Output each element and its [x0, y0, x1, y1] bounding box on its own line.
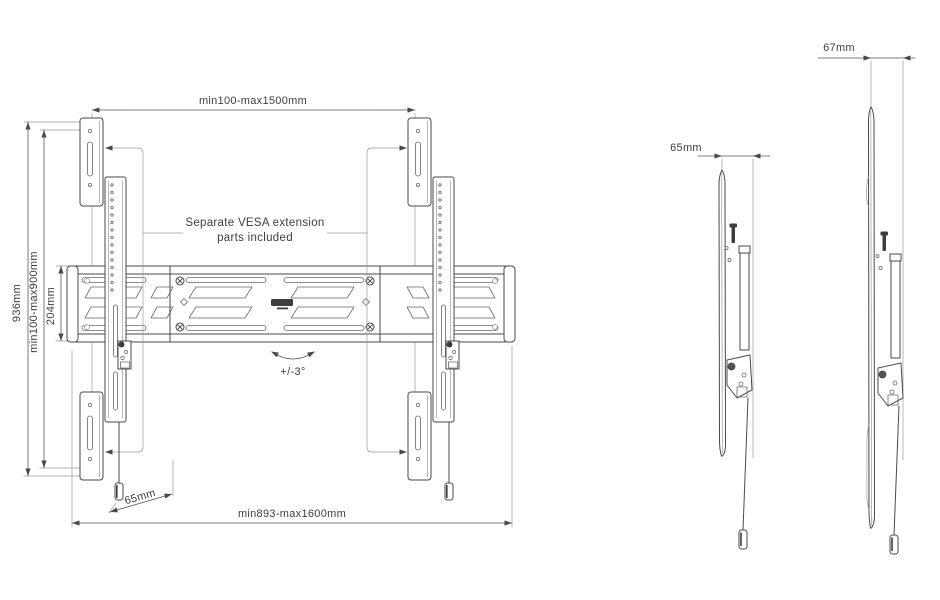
wall-plate-center-section — [84, 265, 498, 343]
extension-bracket-top-right — [407, 117, 432, 207]
dim-total-height-label: 936mm — [11, 284, 23, 322]
brand-logo-badge — [271, 299, 293, 306]
vesa-note-line2: parts included — [217, 232, 293, 244]
pull-cord-left — [114, 421, 124, 501]
dim-vesa-height-label: min100-max900mm — [28, 251, 40, 353]
note-leader-lines — [105, 145, 407, 455]
extension-bracket-top-left — [79, 117, 104, 207]
dim-bottom-width-label: min893-max1600mm — [238, 508, 346, 520]
dim-side-left-depth-label: 65mm — [670, 142, 702, 154]
tilt-angle-label: +/-3° — [280, 366, 305, 378]
pull-cord-right — [444, 421, 454, 501]
extension-bracket-bottom-left — [79, 391, 104, 481]
side-view-left — [697, 153, 771, 550]
tilt-indicator — [269, 349, 317, 360]
dim-side-right-depth-label: 67mm — [823, 42, 855, 54]
dim-cord-offset-label: 65mm — [123, 487, 157, 507]
dim-plate-height-label: 204mm — [45, 287, 57, 325]
vesa-note-line1: Separate VESA extension — [185, 217, 324, 229]
extension-bracket-bottom-right — [407, 391, 432, 481]
front-dimension-lines — [25, 107, 513, 526]
dim-top-width-label: min100-max1500mm — [199, 95, 307, 107]
side-view-right — [817, 55, 916, 555]
